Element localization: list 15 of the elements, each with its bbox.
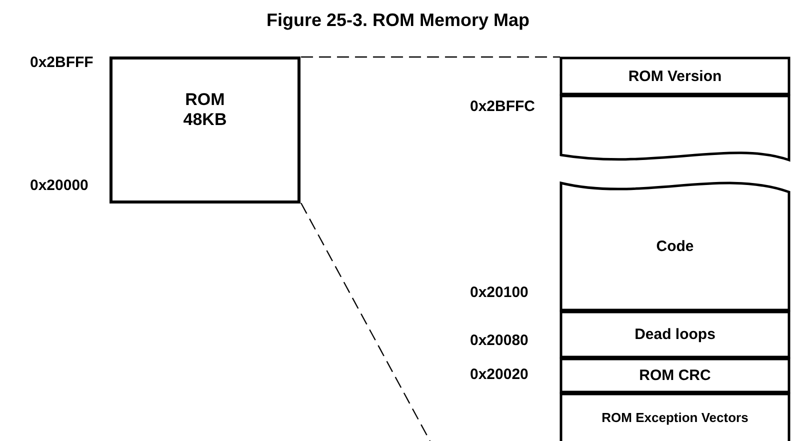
region-label: ROM Version bbox=[628, 68, 722, 84]
region-label: Code bbox=[656, 238, 694, 255]
address-label: 0x20020 bbox=[470, 366, 528, 383]
address-label: 0x2BFFC bbox=[470, 98, 536, 115]
region-label: Dead loops bbox=[634, 326, 716, 343]
region-label: ROM 48KB bbox=[182, 90, 228, 130]
region-label: ROM CRC bbox=[639, 367, 711, 384]
address-label: 0x20100 bbox=[470, 284, 528, 301]
zoom-guide-line bbox=[300, 202, 431, 441]
figure-title: Figure 25-3. ROM Memory Map bbox=[265, 10, 531, 31]
address-label: 0x2BFFF bbox=[30, 54, 94, 71]
address-label: 0x20000 bbox=[30, 177, 88, 194]
address-label: 0x20080 bbox=[470, 332, 528, 349]
zoom-guide-line bbox=[301, 56, 560, 58]
region-label: ROM Exception Vectors bbox=[602, 410, 748, 424]
